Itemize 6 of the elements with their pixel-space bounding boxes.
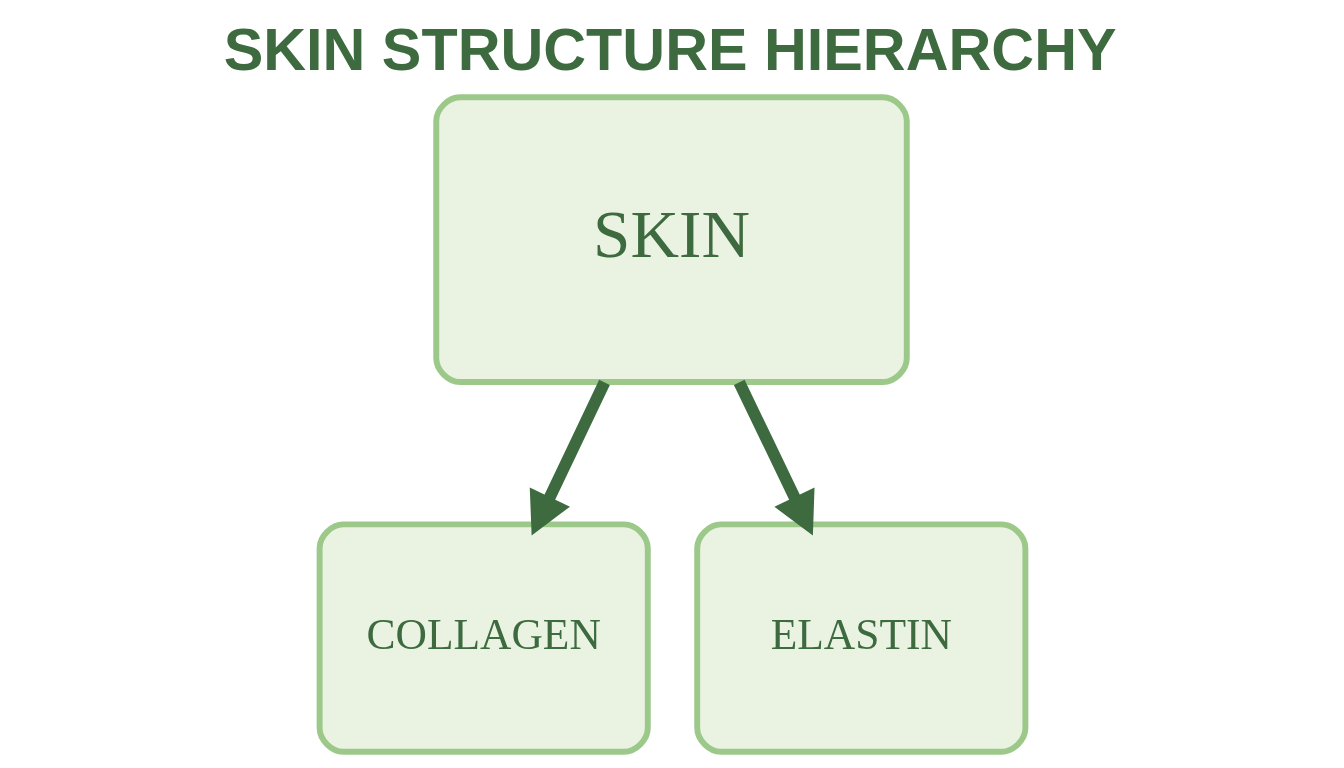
node-box: SKIN [432, 94, 910, 385]
arrow [529, 379, 610, 536]
arrow [733, 379, 815, 536]
node-box: COLLAGEN [316, 521, 651, 755]
node-box: ELASTIN [693, 521, 1028, 755]
diagram-title: SKIN STRUCTURE HIERARCHY [223, 15, 1117, 83]
